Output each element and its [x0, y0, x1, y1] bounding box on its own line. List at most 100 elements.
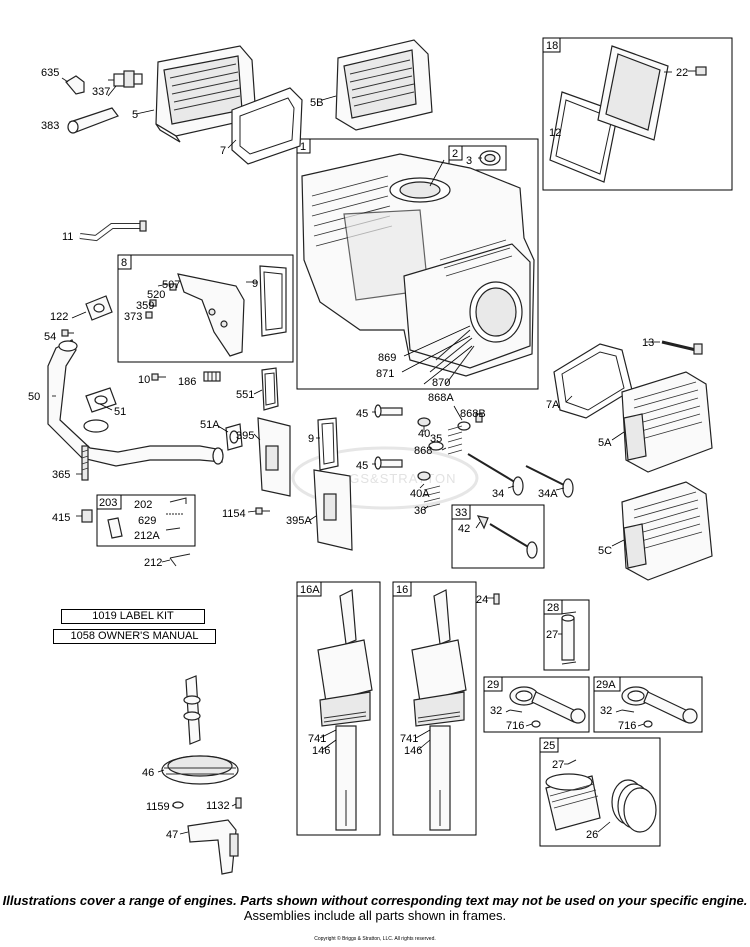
frame-29: 29 — [483, 676, 590, 733]
label-871: 871 — [376, 368, 394, 380]
label-40: 40 — [418, 428, 430, 440]
part-46-camshaft — [161, 675, 239, 785]
label-10: 10 — [138, 374, 150, 386]
part-1154-screw — [255, 507, 270, 515]
label-5B: 5B — [310, 97, 323, 109]
frame-203: 203 — [96, 494, 196, 547]
label-415: 415 — [52, 512, 70, 524]
part-28-piston-pin — [559, 611, 577, 665]
part-16-crankshaft — [411, 589, 467, 831]
label-629: 629 — [138, 515, 156, 527]
label-34A: 34A — [538, 488, 558, 500]
part-365-stud — [81, 445, 89, 481]
frame-16A: 16A — [296, 581, 381, 836]
label-51: 51 — [114, 406, 126, 418]
part-51A-gasket — [225, 423, 243, 451]
label-22: 22 — [676, 67, 688, 79]
frame-tag-16A: 16A — [300, 584, 320, 596]
part-29-connecting-rod — [509, 686, 586, 728]
frame-16: 16 — [392, 581, 477, 836]
part-labels: 635 337 5 383 7 5B 22 12 3 11 507 520 35… — [28, 67, 688, 841]
part-25-piston — [545, 759, 657, 833]
label-869: 869 — [378, 352, 396, 364]
label-212: 212 — [144, 557, 162, 569]
label-395: 395 — [236, 430, 254, 442]
label-7A: 7A — [546, 399, 560, 411]
part-3-oil-seal — [479, 150, 501, 166]
label-12: 12 — [549, 127, 561, 139]
part-5A-cylinder-head — [621, 371, 713, 473]
part-203-governor-parts — [107, 497, 187, 539]
part-54-screw — [61, 329, 74, 337]
label-kit-text: 1019 LABEL KIT — [92, 610, 174, 622]
part-24-pin — [493, 593, 500, 605]
label-365: 365 — [52, 469, 70, 481]
label-9-frame8: 9 — [252, 278, 258, 290]
label-202: 202 — [134, 499, 152, 511]
label-1159: 1159 — [146, 801, 170, 813]
label-1154: 1154 — [222, 508, 246, 520]
frame-18: 18 — [542, 37, 733, 191]
label-5: 5 — [132, 109, 138, 121]
frame-1: 1 — [296, 138, 539, 390]
label-27-frame25: 27 — [552, 759, 564, 771]
frame-tag-28: 28 — [547, 602, 559, 614]
label-40A: 40A — [410, 488, 430, 500]
part-7-head-gasket — [231, 87, 303, 165]
part-5-cylinder-head — [155, 45, 257, 143]
label-716-29A: 716 — [618, 720, 636, 732]
label-27-frame28: 27 — [546, 629, 558, 641]
part-34-valve — [467, 453, 524, 496]
part-395-air-guide — [257, 417, 291, 497]
part-7A-gasket — [553, 343, 633, 419]
frame-33: 33 — [451, 504, 545, 569]
frame-tag-29: 29 — [487, 679, 499, 691]
part-34A-valve — [525, 465, 574, 498]
label-51A: 51A — [200, 419, 220, 431]
label-50: 50 — [28, 391, 40, 403]
label-42: 42 — [458, 523, 470, 535]
label-5C: 5C — [598, 545, 612, 557]
frame-8: 8 — [117, 254, 294, 363]
part-45-tappet — [374, 404, 403, 418]
part-635-elbow — [61, 75, 85, 95]
owners-manual-box: 1058 OWNER'S MANUAL — [53, 629, 216, 644]
copyright-text: Copyright © Briggs & Stratton, LLC. All … — [314, 936, 436, 942]
label-383: 383 — [41, 120, 59, 132]
label-5A: 5A — [598, 437, 612, 449]
part-47-governor-bracket — [187, 819, 239, 875]
label-35: 35 — [430, 433, 442, 445]
label-716-29: 716 — [506, 720, 524, 732]
part-18-valve-cover — [597, 45, 669, 141]
label-507: 507 — [162, 279, 180, 291]
part-551-gasket — [261, 367, 279, 411]
label-551: 551 — [236, 389, 254, 401]
label-36: 36 — [414, 505, 426, 517]
label-373: 373 — [124, 311, 142, 323]
label-32-29: 32 — [490, 705, 502, 717]
part-35-valve-spring — [447, 425, 463, 455]
part-29A-connecting-rod — [621, 686, 698, 728]
label-186: 186 — [178, 376, 196, 388]
label-54: 54 — [44, 331, 56, 343]
label-7: 7 — [220, 145, 226, 157]
label-868A: 868A — [428, 392, 454, 404]
label-337: 337 — [92, 86, 110, 98]
leader-lines — [52, 71, 672, 835]
part-22-screw — [688, 66, 707, 76]
part-337-spark-plug — [108, 70, 143, 88]
part-51-gasket — [85, 387, 117, 413]
frame-tag-18: 18 — [546, 40, 558, 52]
label-122: 122 — [50, 311, 68, 323]
label-45-top: 45 — [356, 408, 368, 420]
label-146-16: 146 — [404, 745, 422, 757]
label-13: 13 — [642, 337, 654, 349]
label-46: 46 — [142, 767, 154, 779]
label-9-b: 9 — [308, 433, 314, 445]
label-47: 47 — [166, 829, 178, 841]
frame-25: 25 — [539, 737, 661, 847]
label-868B: 868B — [460, 408, 486, 420]
part-16A-crankshaft — [317, 589, 373, 831]
part-395A-air-guide — [313, 469, 353, 551]
